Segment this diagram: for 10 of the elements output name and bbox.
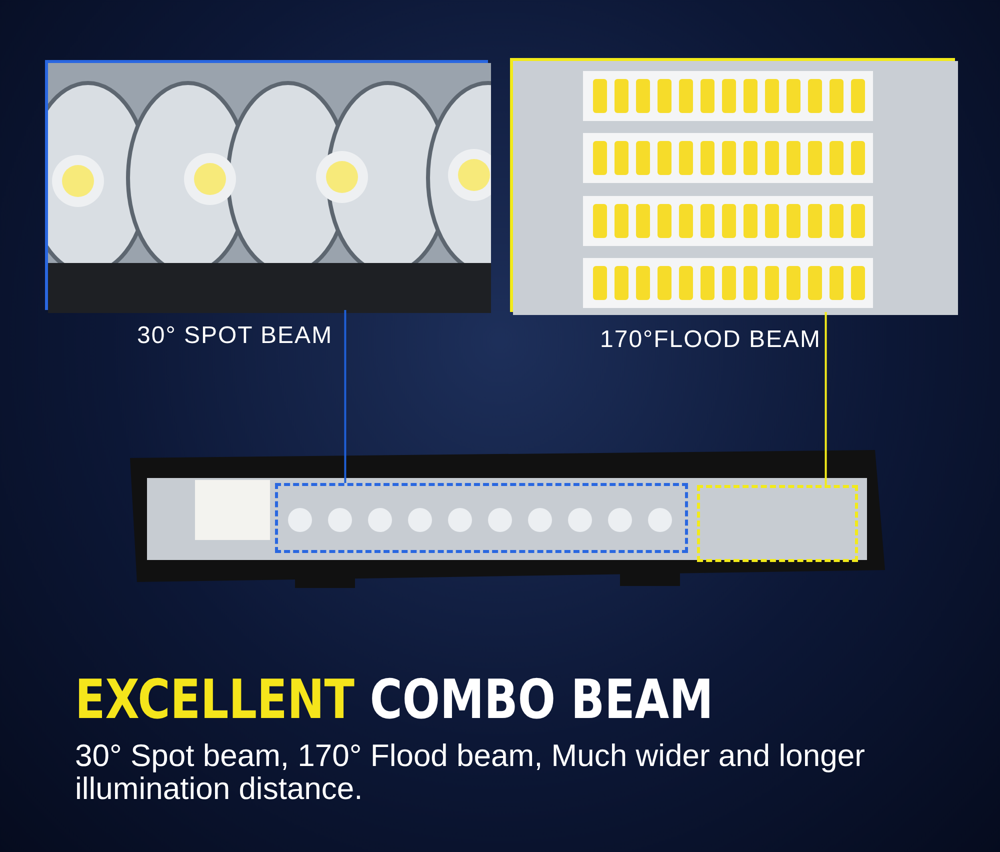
flood-section-outline	[697, 485, 858, 562]
beam-caption: 170°FLOOD BEAM	[600, 326, 821, 354]
headline: EXCELLENT COMBO BEAM	[75, 668, 714, 731]
led-closeup-picture	[45, 60, 488, 310]
leader-line	[824, 312, 827, 485]
beam-caption: 30° SPOT BEAM	[137, 322, 333, 350]
spot-section-outline	[275, 483, 688, 553]
description-text: 30° Spot beam, 170° Flood beam, Much wider and longer illumination distance.	[75, 740, 866, 806]
leader-line	[344, 310, 346, 483]
led-closeup-picture	[510, 58, 955, 312]
